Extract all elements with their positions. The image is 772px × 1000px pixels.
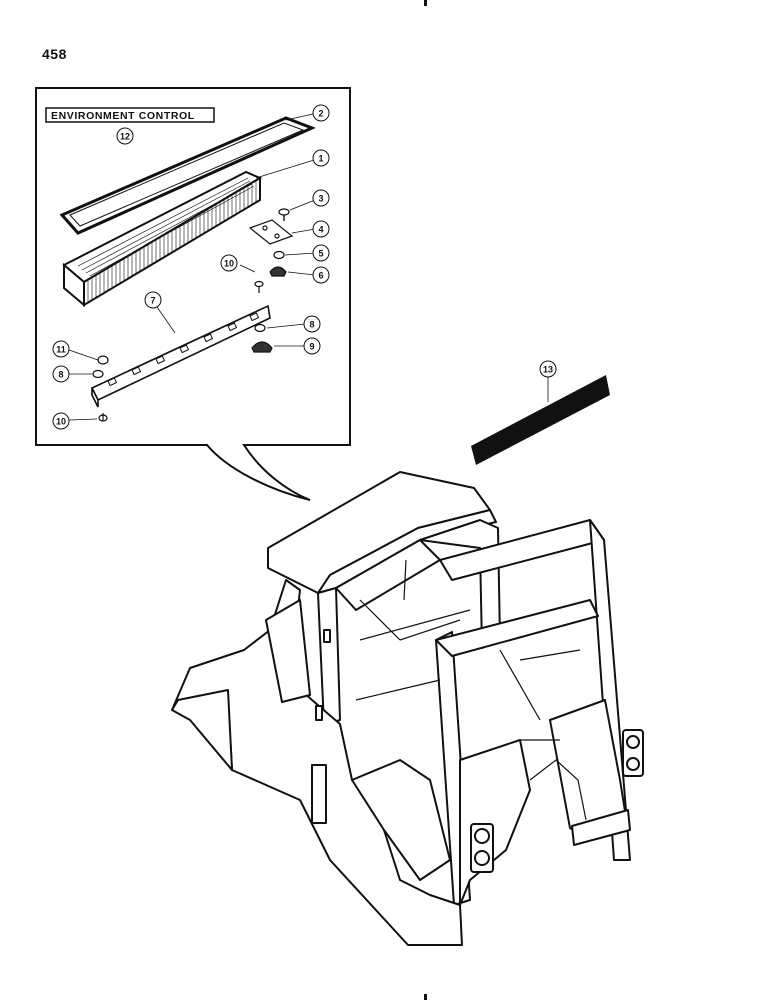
callout-11: 11	[56, 345, 66, 355]
callout-12: 12	[120, 132, 130, 142]
nut-part-11	[97, 355, 109, 365]
cab-interior-lines	[355, 559, 587, 821]
callout-2: 2	[318, 109, 323, 119]
gasket-part-2	[59, 116, 316, 235]
washer-part-8-left	[92, 369, 104, 379]
callout-8-right: 8	[309, 320, 314, 330]
callout-3: 3	[318, 194, 323, 204]
callout-10-lower: 10	[56, 417, 66, 427]
bolt-part-10-lower	[98, 413, 108, 422]
trim-strip-part-13	[471, 375, 610, 465]
callout-6: 6	[318, 271, 323, 281]
callout-8-left: 8	[58, 370, 63, 380]
plate-part-4	[248, 219, 294, 245]
cab-assembly	[171, 471, 644, 946]
registration-mark-bottom	[424, 994, 427, 1000]
callout-labels: 2 1 3 4 5 6 7 8 9 10 11 8 10 13	[56, 109, 553, 427]
inset-box	[35, 87, 351, 501]
callouts	[52, 104, 557, 430]
inset-title-box: ENVIRONMENT CONTROL 12	[45, 107, 215, 145]
callout-5: 5	[318, 249, 323, 259]
callout-7: 7	[150, 296, 155, 306]
callout-4: 4	[318, 225, 323, 235]
washer-part-5	[273, 250, 285, 260]
callout-13: 13	[543, 365, 553, 375]
bolt-part-3	[278, 208, 290, 221]
bracket-bar-part-7	[90, 304, 271, 408]
callout-1: 1	[318, 154, 323, 164]
clip-part-9	[251, 341, 273, 353]
registration-mark-top	[424, 0, 427, 6]
page-number: 458	[42, 46, 67, 62]
wingnut-part-6	[269, 266, 287, 277]
bolt-part-10-upper	[254, 280, 264, 293]
callout-9: 9	[309, 342, 314, 352]
nut-part-8-right	[254, 323, 266, 333]
callout-10-upper: 10	[224, 259, 234, 269]
filter-part-1	[62, 170, 263, 308]
inset-title: ENVIRONMENT CONTROL	[51, 110, 195, 122]
